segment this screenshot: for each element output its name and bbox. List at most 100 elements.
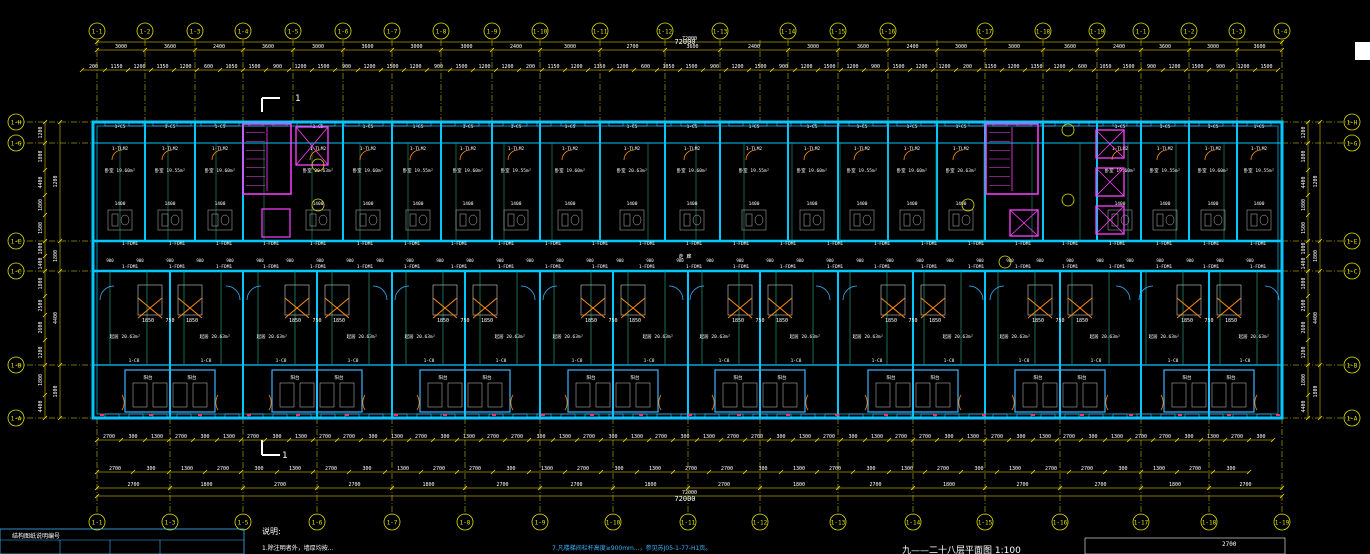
axis-bubble-label: 1-2 [140, 29, 151, 36]
dim-tick [631, 67, 637, 73]
note-line-7: 7.凡楼梯间栏杆高度≥900mm...，参见苏J05-1-77-H1页。 [552, 544, 711, 552]
corridor-dim: 900 [436, 258, 444, 263]
balcony-fixture [152, 382, 168, 408]
bath-fixture [619, 209, 645, 231]
window-south [392, 413, 408, 420]
door-tag: 1-FDM1 [357, 241, 374, 247]
door-swing [989, 285, 1005, 301]
window-north [896, 120, 912, 127]
balcony-label: 阳台 [1183, 374, 1192, 381]
window-north [512, 120, 528, 127]
door-swing [815, 285, 831, 301]
door-tag: 1-FDM1 [1109, 264, 1126, 270]
door-swing [623, 149, 635, 161]
dim-tick [790, 437, 796, 443]
bath-fixture [741, 209, 767, 231]
dim-text: 1500 [248, 64, 260, 70]
door-tag: 1-FDM1 [1062, 264, 1079, 270]
dim-text: 1800 [1313, 385, 1319, 397]
room-dim: 1850 [1181, 318, 1193, 324]
toilet-fixture [507, 213, 515, 227]
dim-text: 2700 [469, 466, 481, 472]
bath-fixture [107, 209, 133, 231]
door-swing [1254, 394, 1258, 411]
toilet-fixture [683, 213, 691, 227]
dim-text: 1200 [294, 64, 306, 70]
room-dim: 1400 [627, 201, 638, 207]
door-tag: 1-FDM1 [1156, 264, 1173, 270]
dim-text: 2700 [274, 482, 286, 488]
axis-bubble-label: 1-13 [713, 29, 728, 36]
dim-tick [850, 469, 856, 475]
door-swing [542, 285, 558, 301]
dim-tick [982, 47, 988, 53]
kitchen-diag [472, 297, 498, 319]
window-north [344, 120, 360, 127]
unit-tag: 1-TLM2 [508, 146, 525, 152]
room-area: 卧室 20.63m² [946, 167, 977, 174]
axis-bubble-bottom [1200, 513, 1218, 531]
kitchen-diag [284, 297, 310, 319]
dim-tick [677, 67, 683, 73]
dim-tick [1068, 67, 1074, 73]
balcony-label: 阳台 [1227, 374, 1236, 381]
toilet-fixture [161, 213, 169, 227]
corridor-dim: 900 [976, 258, 984, 263]
dim-text: 1500 [754, 64, 766, 70]
dim-text: 1300 [391, 434, 403, 440]
dim-tick [654, 67, 660, 73]
dim-text: 600 [204, 64, 213, 70]
dim-text: 1800 [38, 374, 44, 386]
dim-text: 1800 [1301, 199, 1307, 211]
axis-bubble-left [7, 232, 25, 250]
room-area: 卧室 19.60m² [205, 167, 236, 174]
door-tag: 1-FDM1 [498, 241, 515, 247]
dim-text: 1300 [559, 434, 571, 440]
dim-text: 1200 [179, 64, 191, 70]
axis-bubble-bottom [161, 513, 179, 531]
window-south [1208, 413, 1224, 420]
dim-tick [166, 469, 172, 475]
dim-tick [438, 47, 444, 53]
axis-bubble-label: 1-9 [535, 520, 546, 527]
dim-text: 2700 [1239, 482, 1251, 488]
dim-tick [171, 67, 177, 73]
door-swing [225, 285, 241, 301]
dim-text: 1200 [1301, 126, 1307, 138]
window-tag: 1-C5 [363, 124, 374, 130]
kitchen-diag [767, 297, 793, 319]
dim-text: 2700 [895, 434, 907, 440]
dim-tick [742, 437, 748, 443]
window-tag: 1-C8 [872, 358, 883, 364]
bath-fixture [207, 209, 233, 231]
bath-fixture [503, 209, 529, 231]
toilet-fixture [1250, 213, 1258, 227]
sink-fixture [368, 214, 378, 226]
dim-text: 3600 [857, 44, 869, 50]
dim-tick [1279, 47, 1285, 53]
door-swing [745, 149, 757, 161]
dim-tick [1174, 469, 1180, 475]
balcony-label: 阳台 [291, 374, 300, 381]
door-tag: 1-FDM1 [968, 241, 985, 247]
door-tag: 1-FDM1 [1015, 241, 1032, 247]
axis-bubble-top [976, 22, 994, 40]
dim-text: 1300 [295, 434, 307, 440]
door-swing [711, 394, 715, 411]
dim-tick [1091, 67, 1097, 73]
axis-bubble-right [1343, 232, 1361, 250]
bath-fixture [799, 209, 825, 231]
dim-text: 1800 [1169, 482, 1181, 488]
axis-bubble-top [711, 22, 729, 40]
corridor-dim: 900 [286, 258, 294, 263]
window-north [1208, 120, 1224, 127]
dim-tick [670, 437, 676, 443]
corridor-dim: 900 [706, 258, 714, 263]
axis-bubble-top [591, 22, 609, 40]
door-swing [416, 394, 420, 411]
window-north [128, 120, 144, 127]
dim-text: 1300 [463, 434, 475, 440]
dim-text: 1300 [289, 466, 301, 472]
dim-text: 2700 [869, 482, 881, 488]
dim-text: 2700 [1016, 482, 1028, 488]
